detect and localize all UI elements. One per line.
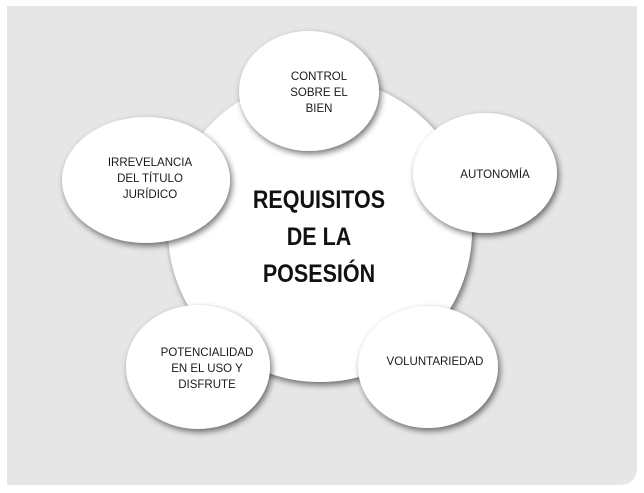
node-label-line: SOBRE EL (290, 87, 348, 99)
node-label-line: VOLUNTARIEDAD (386, 356, 484, 368)
node-label-control: CONTROL SOBRE EL BIEN (248, 63, 390, 123)
node-label-line: EN EL USO Y (171, 363, 243, 375)
node-label-line: AUTONOMÍA (460, 169, 530, 181)
node-circle-top (239, 31, 379, 151)
node-circle-right (413, 113, 557, 233)
node-label-line: CONTROL (290, 71, 348, 83)
center-title-line-2: DE LA (286, 223, 352, 251)
node-label-line: JURÍDICO (122, 189, 178, 201)
node-circle-bottom-right (358, 306, 498, 428)
center-title-line-3: POSESIÓN (262, 260, 376, 288)
node-label-potencialidad: POTENCIALIDAD EN EL USO Y DISFRUTE (137, 336, 277, 402)
node-label-line: IRREVELANCIA (107, 157, 193, 169)
node-circle-bottom-left (126, 305, 270, 429)
node-label-line: DISFRUTE (178, 379, 236, 391)
node-label-line: DEL TÍTULO (117, 173, 183, 185)
node-label-voluntariedad: VOLUNTARIEDAD (365, 332, 505, 392)
node-label-line: BIEN (305, 103, 333, 115)
center-title: REQUISITOS DE LA POSESIÓN (239, 182, 399, 293)
node-circle-left (62, 117, 230, 243)
node-label-line: POTENCIALIDAD (160, 347, 254, 359)
center-circle (168, 78, 472, 382)
node-label-autonomia: AUTONOMÍA (420, 150, 570, 200)
center-title-line-1: REQUISITOS (252, 186, 386, 214)
node-label-irrevelancia: IRREVELANCIA DEL TÍTULO JURÍDICO (70, 146, 230, 212)
